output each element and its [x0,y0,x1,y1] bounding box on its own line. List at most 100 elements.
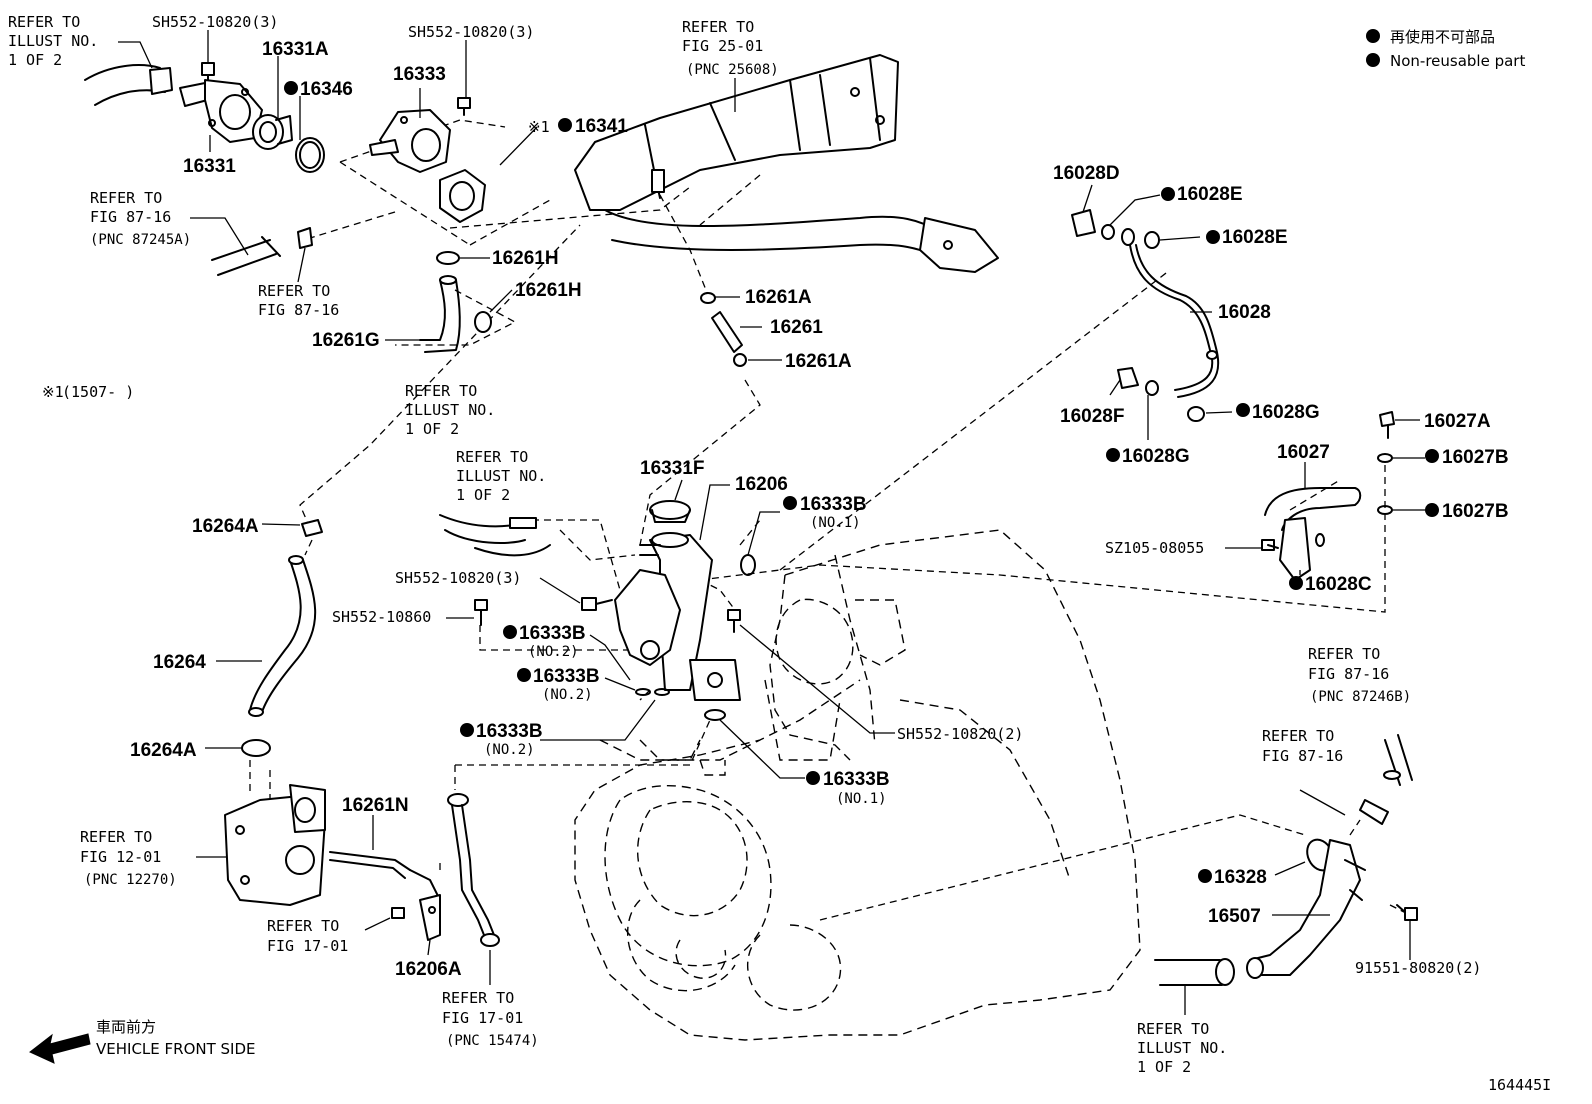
label-sh552-10860[interactable]: SH552-10860 [332,608,431,626]
label-91551-80820[interactable]: 91551-80820(2) [1355,959,1481,977]
label-16028F[interactable]: 16028F [1060,406,1124,427]
bolt-91551 [1396,904,1418,921]
bracket-16206A [419,894,441,941]
label-16331A[interactable]: 16331A [262,39,329,60]
svg-text:REFER TO: REFER TO [405,382,477,400]
svg-text:(PNC 87246B): (PNC 87246B) [1310,689,1411,705]
label-sh552-10820-2[interactable]: SH552-10820(2) [897,725,1023,743]
ref-fig-17-01-b[interactable]: REFER TO FIG 17-01 (PNC 15474) [442,989,539,1049]
ref-fig-87-16-c[interactable]: REFER TO FIG 87-16 (PNC 87246B) [1308,645,1411,705]
legend: 再使用不可部品 Non-reusable part [1390,28,1525,70]
pipe-16507 [1246,839,1366,979]
svg-text:1 OF 2: 1 OF 2 [456,486,510,504]
svg-text:REFER TO: REFER TO [1137,1020,1209,1038]
label-16028[interactable]: 16028 [1218,302,1271,323]
hose-mid-illust [439,514,551,557]
gasket-16346 [295,137,325,173]
label-16261H-b[interactable]: 16261H [515,280,582,301]
ref-fig-25-01[interactable]: REFER TO FIG 25-01 (PNC 25608) [682,18,779,78]
ref-fig-87-16-a[interactable]: REFER TO FIG 87-16 (PNC 87245A) [90,189,191,248]
label-16333B-1[interactable]: 16333B [800,494,867,515]
water-inlet-16333 [369,109,451,173]
label-16333B-4[interactable]: 16333B [476,721,543,742]
label-sh552-10820-3-a[interactable]: SH552-10820(3) [152,13,278,31]
label-16261G[interactable]: 16261G [312,330,380,351]
svg-text:REFER TO: REFER TO [90,189,162,207]
svg-text:REFER TO: REFER TO [267,917,339,935]
vehicle-front-indicator: 車両前方 VEHICLE FRONT SIDE [29,1018,256,1064]
label-16028E-b[interactable]: 16028E [1222,227,1288,248]
svg-text:1 OF 2: 1 OF 2 [8,51,62,69]
svg-text:REFER TO: REFER TO [8,13,80,31]
hose-top-left [84,64,173,106]
label-16261A-a[interactable]: 16261A [745,287,812,308]
label-16261A-b[interactable]: 16261A [785,351,852,372]
label-sh552-10820-3-b[interactable]: SH552-10820(3) [408,23,534,41]
legend-jp: 再使用不可部品 [1390,28,1495,46]
bolt-16333 [457,97,471,116]
ref-illust-mid-2[interactable]: REFER TO ILLUST NO. 1 OF 2 [456,448,546,504]
label-16027A[interactable]: 16027A [1424,411,1491,432]
ref-fig-87-16-b[interactable]: REFER TO FIG 87-16 [258,282,339,319]
label-16507[interactable]: 16507 [1208,906,1261,927]
legend-dot [1366,29,1380,43]
label-16028G-b[interactable]: 16028G [1122,446,1190,467]
label-16331F[interactable]: 16331F [640,458,704,479]
label-16328[interactable]: 16328 [1214,867,1267,888]
label-16027[interactable]: 16027 [1277,442,1330,463]
pipe-16027 [1261,411,1395,581]
hose-16261 [700,292,747,367]
label-16333B-5-sub: (NO.1) [836,791,887,807]
bolt-sh552-10820-mid [581,597,613,611]
label-16333B-3[interactable]: 16333B [533,666,600,687]
gasket-16341 [439,169,486,223]
svg-text:FIG 87-16: FIG 87-16 [90,208,171,226]
label-16331[interactable]: 16331 [183,156,236,177]
hose-87245A [211,236,281,276]
ref-illust-top-left[interactable]: REFER TO ILLUST NO. 1 OF 2 [8,13,98,69]
water-outlet-16331 [179,79,263,143]
label-sh552-10820-3-c[interactable]: SH552-10820(3) [395,569,521,587]
oring-16333B-no1-upper [740,554,756,576]
ref-illust-mid-1[interactable]: REFER TO ILLUST NO. 1 OF 2 [405,382,495,438]
ref-fig-12-01[interactable]: REFER TO FIG 12-01 (PNC 12270) [80,828,177,888]
label-16333[interactable]: 16333 [393,64,446,85]
label-16028G-a[interactable]: 16028G [1252,402,1320,423]
assembly-lines [249,119,1411,921]
label-16206A[interactable]: 16206A [395,959,462,980]
label-16261N[interactable]: 16261N [342,795,409,816]
ref-illust-bottom[interactable]: REFER TO ILLUST NO. 1 OF 2 [1137,1020,1227,1076]
label-16028E-a[interactable]: 16028E [1177,184,1243,205]
svg-text:REFER TO: REFER TO [258,282,330,300]
label-16346[interactable]: 16346 [300,79,353,100]
label-16264[interactable]: 16264 [153,652,206,673]
label-16206[interactable]: 16206 [735,474,788,495]
label-16028D[interactable]: 16028D [1053,163,1120,184]
ref-fig-17-01-a[interactable]: REFER TO FIG 17-01 [267,917,348,955]
svg-text:FIG 87-16: FIG 87-16 [258,301,339,319]
label-16261H-a[interactable]: 16261H [492,248,559,269]
svg-text:(PNC 15474): (PNC 15474) [446,1033,539,1049]
label-16333B-5[interactable]: 16333B [823,769,890,790]
svg-text:ILLUST NO.: ILLUST NO. [456,467,546,485]
label-16027B-a[interactable]: 16027B [1442,447,1509,468]
label-16264A-a[interactable]: 16264A [192,516,259,537]
bolt-sh552-10820-right [727,609,741,633]
svg-text:FIG 12-01: FIG 12-01 [80,848,161,866]
label-16261[interactable]: 16261 [770,317,823,338]
hose-16264 [241,519,323,757]
label-16333B-2[interactable]: 16333B [519,623,586,644]
bolt-fig17 [391,907,405,919]
label-16341[interactable]: 16341 [575,116,628,137]
label-16028C[interactable]: 16028C [1305,574,1372,595]
label-16264A-b[interactable]: 16264A [130,740,197,761]
label-16027B-b[interactable]: 16027B [1442,501,1509,522]
label-16333B-4-sub: (NO.2) [484,742,535,758]
ref-fig-87-16-d[interactable]: REFER TO FIG 87-16 [1262,727,1343,765]
label-sz105-08055[interactable]: SZ105-08055 [1105,539,1204,557]
svg-text:(PNC 25608): (PNC 25608) [686,62,779,78]
svg-text:REFER TO: REFER TO [456,448,528,466]
svg-text:REFER TO: REFER TO [80,828,152,846]
svg-text:FIG 87-16: FIG 87-16 [1262,747,1343,765]
